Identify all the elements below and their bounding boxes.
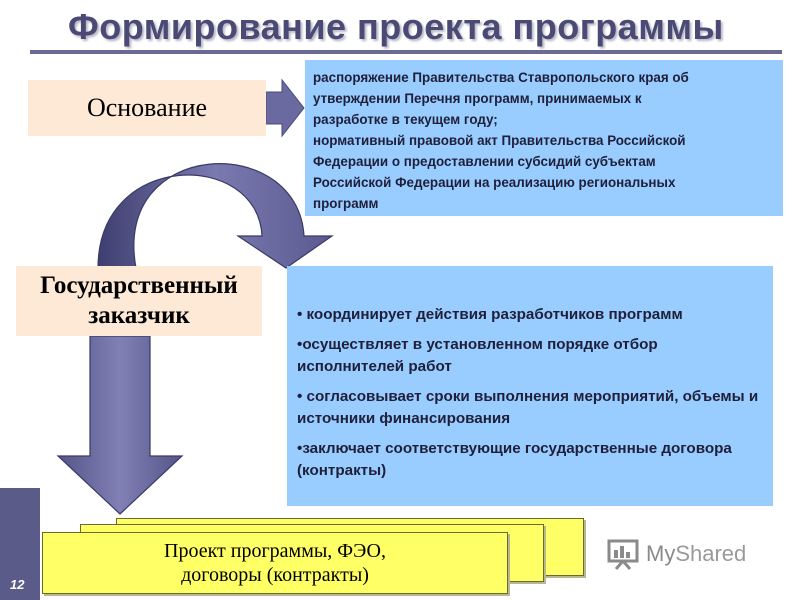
basis-line: программ [313,196,379,211]
result-line1: Проект программы, ФЭО, [164,540,386,562]
basis-line: Российской Федерации на реализацию регио… [313,175,676,190]
basis-text-box: распоряжение Правительства Ставропольско… [305,60,783,216]
basis-line: разработке в текущем году; [313,112,498,127]
result-line2: договоры (контракты) [181,564,369,586]
title-underline [30,50,782,54]
down-arrow-icon [56,335,184,515]
customer-label-line2: заказчик [88,302,190,329]
myshared-logo[interactable]: MyShared [606,536,776,572]
duty-item: •заключает соответствующие государственн… [297,440,732,479]
customer-box: Государственный заказчик [16,266,262,336]
basis-label: Основание [86,93,208,122]
presentation-board-icon [607,539,639,570]
duty-item: •осуществляет в установленном порядке от… [297,336,658,375]
logo-text-part1: My [646,541,676,566]
logo-text: MyShared [646,541,746,567]
right-arrow-icon [265,78,305,138]
duty-item: • согласовывает сроки выполнения меропри… [297,388,759,427]
basis-line: нормативный правовой акт Правительства Р… [313,133,686,148]
page-number: 12 [10,577,25,592]
result-card: Проект программы, ФЭО, договоры (контрак… [42,532,508,594]
basis-line: Федерации о предоставлении субсидий субъ… [313,154,656,169]
curved-arrow-icon [97,163,334,269]
duties-box: • координирует действия разработчиков пр… [287,266,773,506]
basis-box: Основание [28,80,266,136]
customer-label-line1: Государственный [40,272,238,299]
basis-line: распоряжение Правительства Ставропольско… [313,70,689,85]
slide-title: Формирование проекта программы [68,6,724,47]
side-bar [0,488,40,600]
logo-text-part2: Shared [675,541,747,566]
duty-item: • координирует действия разработчиков пр… [297,306,683,323]
basis-line: утверждении Перечня программ, принимаемы… [313,91,642,106]
